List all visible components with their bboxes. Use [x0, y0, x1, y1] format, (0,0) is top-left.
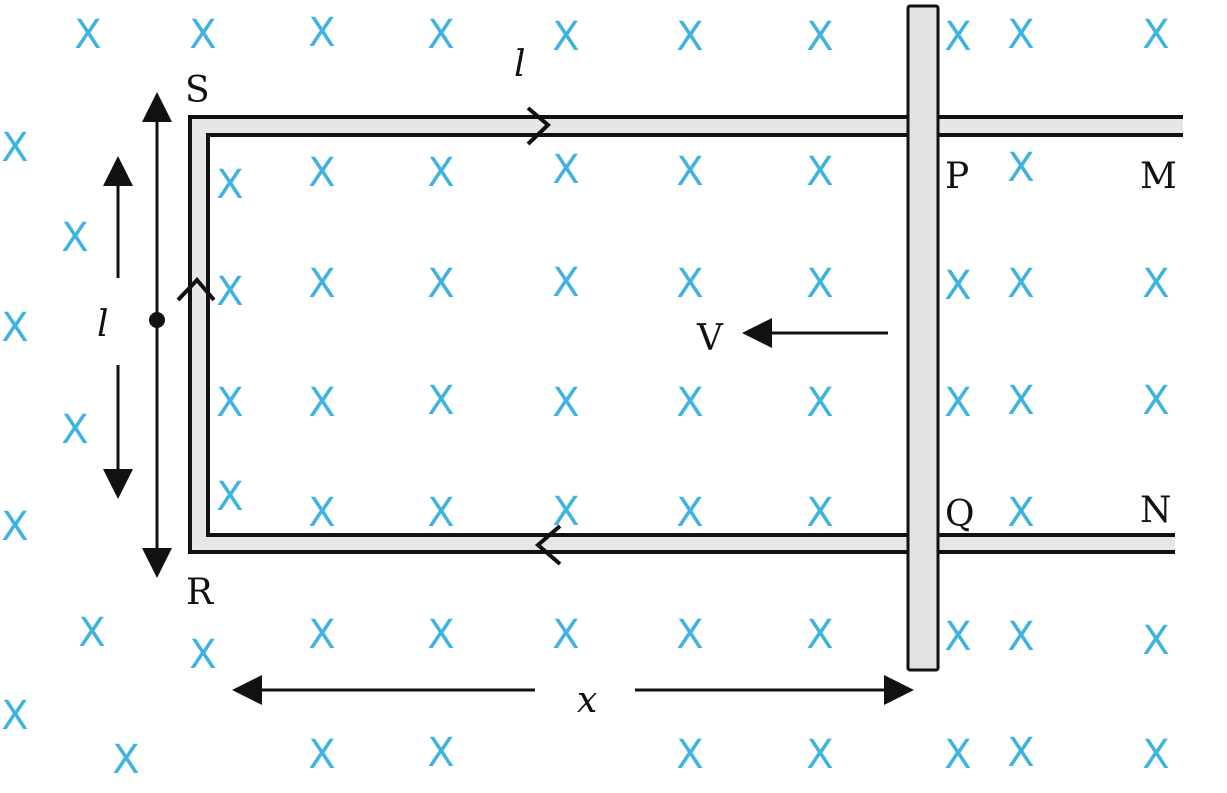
field-cross-icon: X [216, 269, 243, 315]
field-cross-icon: X [308, 261, 335, 307]
current-arrow-up-icon [176, 277, 216, 302]
field-cross-icon: X [806, 14, 833, 60]
field-cross-icon: X [944, 14, 971, 60]
label-distance: x [577, 680, 597, 721]
field-cross-icon: X [1007, 730, 1034, 776]
field-cross-icon: X [676, 732, 703, 778]
field-cross-icon: X [944, 263, 971, 309]
field-cross-icon: X [308, 732, 335, 778]
sliding-rod [906, 4, 940, 672]
field-cross-icon: X [1007, 261, 1034, 307]
label-current-length: l [514, 44, 526, 85]
field-cross-icon: X [427, 12, 454, 58]
field-cross-icon: X [308, 380, 335, 426]
field-cross-icon: X [308, 10, 335, 56]
label-p: P [945, 156, 969, 197]
label-n: N [1140, 490, 1172, 531]
field-cross-icon: X [806, 490, 833, 536]
field-cross-icon: X [1007, 145, 1034, 191]
field-cross-icon: X [1007, 490, 1034, 536]
field-cross-icon: X [308, 612, 335, 658]
field-cross-icon: X [552, 380, 579, 426]
field-cross-icon: X [308, 490, 335, 536]
field-cross-icon: X [427, 612, 454, 658]
field-cross-icon: X [676, 612, 703, 658]
field-cross-icon: X [1142, 261, 1169, 307]
field-cross-icon: X [806, 261, 833, 307]
field-cross-icon: X [1, 504, 28, 550]
current-arrow-right-icon [526, 106, 551, 146]
field-cross-icon: X [676, 261, 703, 307]
field-cross-icon: X [552, 612, 579, 658]
field-cross-icon: X [1007, 614, 1034, 660]
field-cross-icon: X [189, 632, 216, 678]
label-r: R [186, 572, 214, 613]
field-cross-icon: X [676, 490, 703, 536]
field-cross-icon: X [806, 612, 833, 658]
field-cross-icon: X [676, 14, 703, 60]
label-m: M [1140, 156, 1177, 197]
field-cross-icon: X [1, 125, 28, 171]
field-cross-icon: X [552, 260, 579, 306]
field-cross-icon: X [61, 215, 88, 261]
field-cross-icon: X [216, 380, 243, 426]
u-shaped-rails [188, 115, 1183, 554]
field-cross-icon: X [308, 150, 335, 196]
label-velocity: V [696, 318, 724, 359]
length-dimension [103, 92, 172, 578]
field-cross-icon: X [112, 737, 139, 783]
field-cross-icon: X [1142, 732, 1169, 778]
field-cross-icon: X [552, 14, 579, 60]
field-cross-icon: X [806, 380, 833, 426]
field-cross-icon: X [427, 150, 454, 196]
field-cross-icon: X [552, 147, 579, 193]
field-cross-icon: X [189, 12, 216, 58]
field-cross-icon: X [944, 732, 971, 778]
field-cross-icon: X [427, 730, 454, 776]
field-cross-icon: X [806, 149, 833, 195]
field-cross-icon: X [78, 610, 105, 656]
field-cross-icon: X [1007, 378, 1034, 424]
field-cross-icon: X [1007, 12, 1034, 58]
field-cross-icon: X [806, 732, 833, 778]
field-cross-icon: X [427, 490, 454, 536]
field-cross-icon: X [216, 162, 243, 208]
current-arrow-left-icon [534, 524, 562, 566]
field-cross-icon: X [1142, 12, 1169, 58]
field-cross-icon: X [61, 407, 88, 453]
field-cross-icon: X [944, 614, 971, 660]
field-cross-icon: X [944, 380, 971, 426]
field-cross-icon: X [216, 474, 243, 520]
label-side-length: l [97, 304, 109, 345]
field-cross-icon: X [676, 149, 703, 195]
field-cross-icon: X [427, 378, 454, 424]
field-cross-icon: X [74, 12, 101, 58]
field-cross-icon: X [676, 380, 703, 426]
label-s: S [185, 70, 210, 111]
field-cross-icon: X [1, 305, 28, 351]
label-q: Q [945, 494, 975, 535]
field-cross-icon: X [1142, 618, 1169, 664]
field-cross-icon: X [427, 261, 454, 307]
field-cross-icon: X [1142, 378, 1169, 424]
field-cross-icon: X [1, 693, 28, 739]
